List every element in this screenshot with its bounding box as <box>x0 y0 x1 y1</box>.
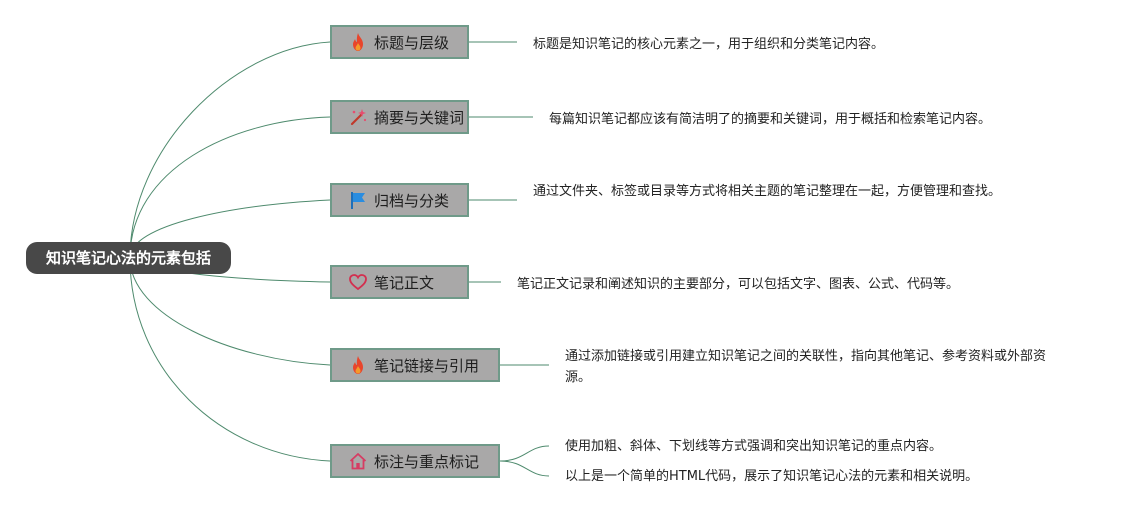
home-icon <box>348 451 368 471</box>
note-annotation-highlight: 使用加粗、斜体、下划线等方式强调和突出知识笔记的重点内容。 <box>565 439 943 454</box>
topic-label: 标注与重点标记 <box>374 452 480 471</box>
topic-label: 摘要与关键词 <box>374 108 465 127</box>
root-topic[interactable]: 知识笔记心法的元素包括 <box>26 242 231 274</box>
note-links-citations: 通过添加链接或引用建立知识笔记之间的关联性，指向其他笔记、参考资料或外部资源。 <box>565 349 1047 385</box>
note-archive-category: 通过文件夹、标签或目录等方式将相关主题的笔记整理在一起，方便管理和查找。 <box>533 184 1002 199</box>
topic-label: 笔记正文 <box>374 273 435 292</box>
topic-annotation-highlight[interactable]: 标注与重点标记 <box>330 444 500 478</box>
note-line <box>499 460 550 477</box>
note-line <box>499 445 550 462</box>
magic-wand-icon <box>348 107 368 127</box>
topic-label: 笔记链接与引用 <box>374 356 480 375</box>
fire-icon <box>348 355 368 375</box>
heart-icon <box>348 272 368 292</box>
note-title-hierarchy: 标题是知识笔记的核心元素之一，用于组织和分类笔记内容。 <box>533 37 885 52</box>
topic-archive-category[interactable]: 归档与分类 <box>330 183 469 217</box>
flag-icon <box>348 190 368 210</box>
topic-summary-keywords[interactable]: 摘要与关键词 <box>330 100 469 134</box>
topic-links-citations[interactable]: 笔记链接与引用 <box>330 348 500 382</box>
fire-icon <box>348 32 368 52</box>
topic-label: 归档与分类 <box>374 191 450 210</box>
note-summary-keywords: 每篇知识笔记都应该有简洁明了的摘要和关键词，用于概括和检索笔记内容。 <box>549 112 992 127</box>
branch-line <box>129 257 331 366</box>
branch-line <box>129 116 331 259</box>
branch-line <box>129 41 331 259</box>
topic-note-body[interactable]: 笔记正文 <box>330 265 469 299</box>
topic-label: 标题与层级 <box>374 33 450 52</box>
note-note-body: 笔记正文记录和阐述知识的主要部分，可以包括文字、图表、公式、代码等。 <box>517 277 960 292</box>
topic-title-hierarchy[interactable]: 标题与层级 <box>330 25 469 59</box>
branch-line <box>129 257 331 462</box>
note-annotation-summary: 以上是一个简单的HTML代码，展示了知识笔记心法的元素和相关说明。 <box>565 469 979 484</box>
